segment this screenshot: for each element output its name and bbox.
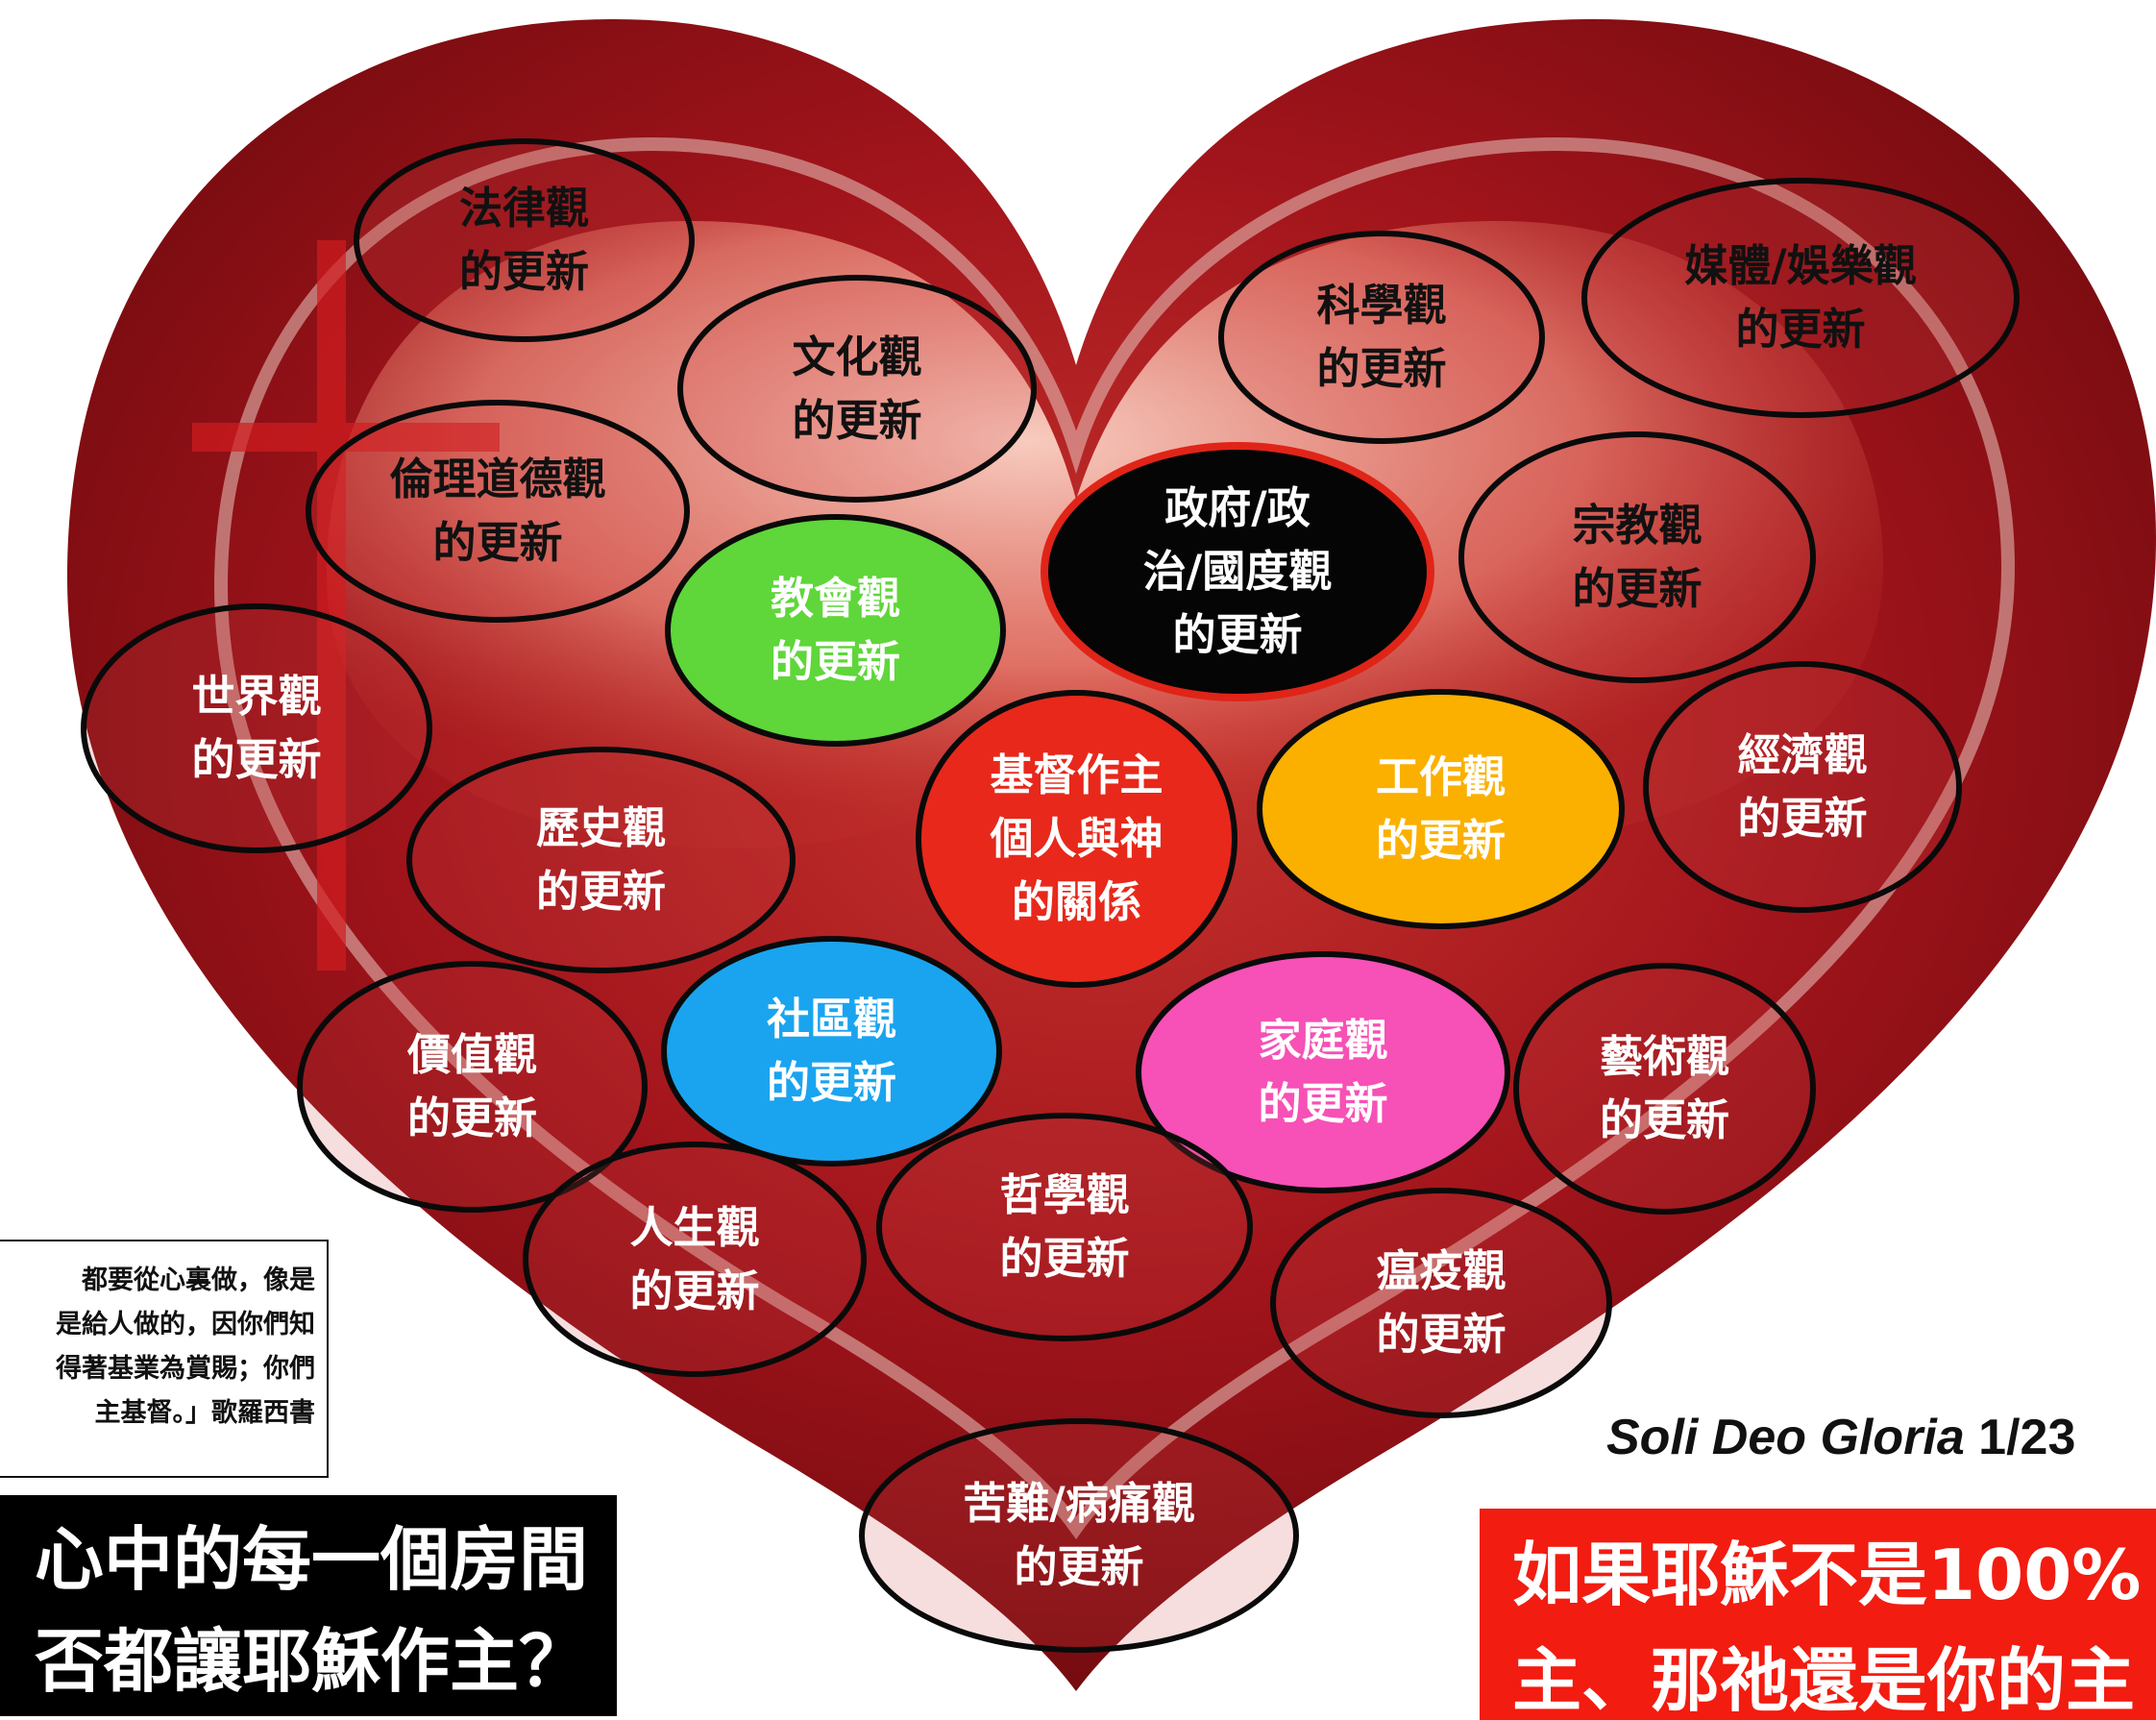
government-bubble: 政府/政 治/國度觀 的更新	[1041, 442, 1434, 701]
world-bubble: 世界觀 的更新	[81, 603, 432, 853]
work-label: 工作觀 的更新	[1375, 751, 1506, 866]
family-label: 家庭觀 的更新	[1258, 1015, 1388, 1129]
church-label: 教會觀 的更新	[770, 573, 900, 687]
values-bubble: 價值觀 的更新	[297, 961, 648, 1213]
suffering-label: 苦難/病痛觀 的更新	[963, 1478, 1195, 1592]
art-label: 藝術觀 的更新	[1599, 1031, 1729, 1145]
media-label: 媒體/娛樂觀 的更新	[1684, 240, 1917, 355]
law-bubble: 法律觀 的更新	[354, 138, 695, 342]
christ-bubble: 基督作主 個人與神 的關係	[916, 690, 1237, 988]
answer-text: 如果耶穌不是100% 主、那祂還是你的主	[1512, 1535, 2142, 1720]
verse-text: 都要從心裏做，像是 是給人做的，因你們知 得著基業為賞賜；你們 主基督。」歌羅西…	[56, 1265, 315, 1428]
question-text: 心中的每一個房間 否都讓耶穌作主？	[34, 1519, 588, 1702]
community-label: 社區觀 的更新	[766, 994, 896, 1108]
signature-italic: Soli Deo Gloria	[1606, 1410, 1965, 1465]
question-box: 心中的每一個房間 否都讓耶穌作主？	[0, 1495, 617, 1716]
christ-label: 基督作主 個人與神 的關係	[990, 749, 1164, 927]
culture-bubble: 文化觀 的更新	[677, 275, 1037, 503]
economy-label: 經濟觀 的更新	[1737, 729, 1868, 844]
values-label: 價值觀 的更新	[406, 1029, 537, 1143]
ethics-bubble: 倫理道德觀 的更新	[306, 400, 690, 623]
life-label: 人生觀 的更新	[629, 1201, 760, 1316]
media-bubble: 媒體/娛樂觀 的更新	[1581, 178, 2020, 418]
law-label: 法律觀 的更新	[458, 183, 589, 297]
history-label: 歷史觀 的更新	[535, 802, 666, 917]
signature-date: 1/23	[1964, 1410, 2076, 1465]
ethics-label: 倫理道德觀 的更新	[389, 454, 606, 568]
philosophy-bubble: 哲學觀 的更新	[876, 1113, 1253, 1341]
religion-label: 宗教觀 的更新	[1572, 500, 1703, 614]
culture-label: 文化觀 的更新	[792, 331, 922, 446]
economy-bubble: 經濟觀 的更新	[1643, 661, 1962, 913]
verse-box: 都要從心裏做，像是 是給人做的，因你們知 得著基業為賞賜；你們 主基督。」歌羅西…	[0, 1240, 329, 1478]
work-bubble: 工作觀 的更新	[1257, 689, 1625, 929]
history-bubble: 歷史觀 的更新	[406, 747, 796, 973]
suffering-bubble: 苦難/病痛觀 的更新	[859, 1418, 1299, 1653]
church-bubble: 教會觀 的更新	[665, 514, 1006, 747]
plague-bubble: 瘟疫觀 的更新	[1270, 1188, 1612, 1418]
world-label: 世界觀 的更新	[191, 671, 322, 785]
signature: Soli Deo Gloria 1/23	[1606, 1409, 2075, 1466]
life-bubble: 人生觀 的更新	[523, 1142, 867, 1377]
religion-bubble: 宗教觀 的更新	[1458, 431, 1816, 683]
answer-box: 如果耶穌不是100% 主、那祂還是你的主	[1480, 1509, 2156, 1720]
philosophy-label: 哲學觀 的更新	[999, 1169, 1130, 1284]
science-bubble: 科學觀 的更新	[1218, 231, 1545, 444]
science-label: 科學觀 的更新	[1316, 280, 1447, 394]
art-bubble: 藝術觀 的更新	[1513, 963, 1816, 1215]
plague-label: 瘟疫觀 的更新	[1376, 1245, 1507, 1360]
community-bubble: 社區觀 的更新	[661, 936, 1002, 1167]
government-label: 政府/政 治/國度觀 的更新	[1142, 482, 1333, 660]
